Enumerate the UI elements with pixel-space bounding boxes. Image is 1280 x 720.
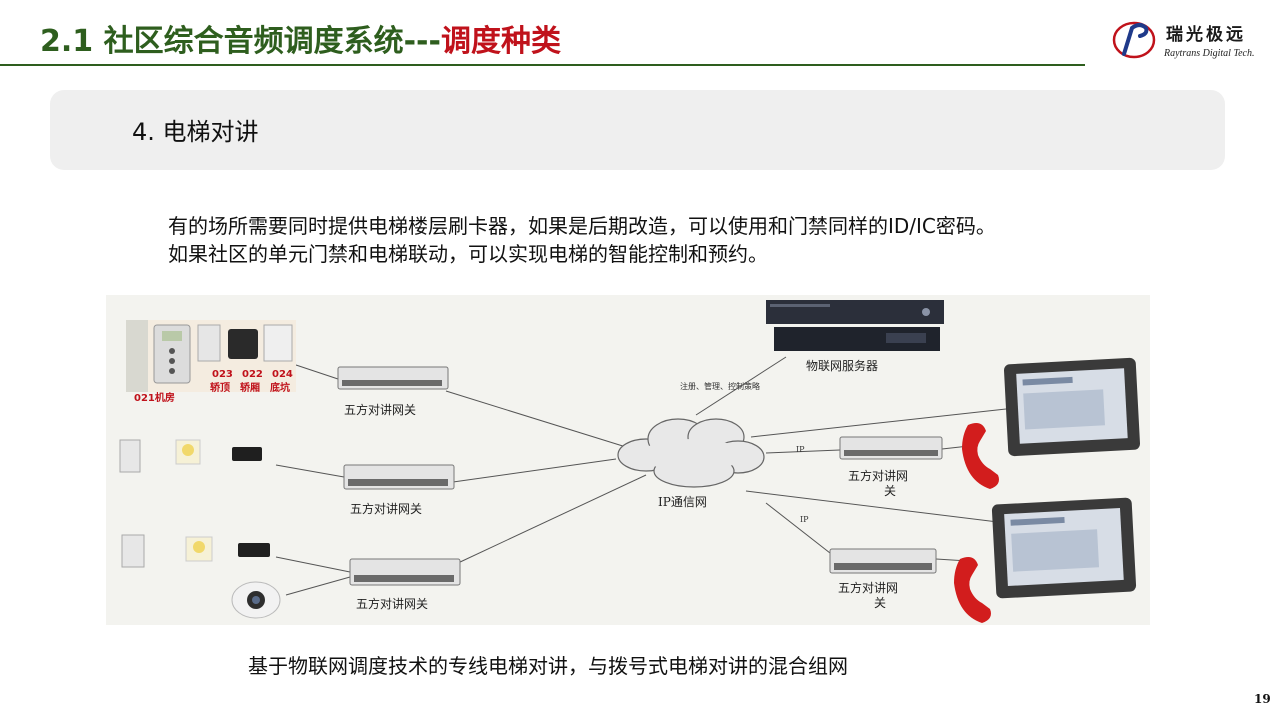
gateway-device-left-2-icon bbox=[343, 464, 455, 490]
red-handset-2-icon bbox=[954, 557, 991, 623]
slide-title-main: 2.1 社区综合音频调度系统--- bbox=[40, 24, 441, 59]
slide-title-accent: 调度种类 bbox=[440, 24, 561, 59]
slide-title: 2.1 社区综合音频调度系统---调度种类 bbox=[40, 16, 561, 60]
ip-tag-2: IP bbox=[800, 515, 809, 524]
floor-label-022: 022 bbox=[242, 369, 263, 380]
floor-label-pit: 底坑 bbox=[270, 383, 290, 394]
management-note: 注册、管理、控制策略 bbox=[680, 382, 760, 391]
gateway-right-2-label-line2: 关 bbox=[874, 596, 887, 610]
row2-devices bbox=[119, 439, 262, 473]
gateway-right-2-label-line1: 五方对讲网 bbox=[838, 581, 899, 595]
gateway-left-1-label: 五方对讲网关 bbox=[344, 403, 417, 417]
section-heading-box: 4. 电梯对讲 bbox=[50, 90, 1225, 170]
gateway-left-2-label: 五方对讲网关 bbox=[350, 502, 423, 516]
network-diagram-graphics bbox=[119, 300, 1141, 623]
gateway-device-right-2-icon bbox=[829, 548, 937, 574]
description-text: 有的场所需要同时提供电梯楼层刷卡器，如果是后期改造，可以使用和门禁同样的ID/I… bbox=[168, 212, 996, 268]
gateway-left-3-label: 五方对讲网关 bbox=[356, 597, 429, 611]
diagram-caption: 基于物联网调度技术的专线电梯对讲，与拨号式电梯对讲的混合组网 bbox=[248, 654, 848, 678]
ip-tag-1: IP bbox=[796, 445, 805, 454]
logo-english-name: Raytrans Digital Tech. bbox=[1164, 48, 1255, 59]
logo-chinese-name: 瑞光极远 bbox=[1166, 25, 1246, 45]
gateway-device-right-1-icon bbox=[839, 436, 943, 460]
server-label: 物联网服务器 bbox=[806, 359, 879, 373]
logo-r-mark-icon bbox=[1112, 21, 1156, 59]
row3-devices bbox=[121, 534, 281, 619]
page-number: 19 bbox=[1254, 692, 1271, 706]
floor-label-top: 轿顶 bbox=[210, 383, 230, 394]
floor-label-room: 021机房 bbox=[134, 393, 175, 404]
dispatch-touch-panel-2-icon bbox=[991, 497, 1137, 599]
floor-label-024: 024 bbox=[272, 369, 293, 380]
ip-network-label: IP通信网 bbox=[658, 495, 707, 509]
title-divider bbox=[0, 64, 1085, 66]
floor-label-023: 023 bbox=[212, 369, 233, 380]
red-handset-1-icon bbox=[962, 423, 999, 489]
gateway-right-1-label-line2: 关 bbox=[884, 484, 897, 498]
section-heading: 4. 电梯对讲 bbox=[132, 118, 259, 146]
gateway-device-left-3-icon bbox=[349, 558, 461, 586]
floor-label-car: 轿厢 bbox=[240, 383, 260, 394]
description-line-2: 如果社区的单元门禁和电梯联动，可以实现电梯的智能控制和预约。 bbox=[168, 242, 768, 266]
network-diagram: 023 022 024 轿顶 轿厢 底坑 021机房 物联网服务器 注册、管理、… bbox=[106, 295, 1150, 625]
gateway-right-1-label-line1: 五方对讲网 bbox=[848, 469, 909, 483]
iot-server-icon bbox=[766, 300, 944, 351]
company-logo: 瑞光极远 Raytrans Digital Tech. bbox=[1110, 14, 1260, 64]
description-line-1: 有的场所需要同时提供电梯楼层刷卡器，如果是后期改造，可以使用和门禁同样的ID/I… bbox=[168, 214, 996, 238]
elevator-intercom-photo bbox=[126, 320, 296, 392]
connection-lines bbox=[275, 356, 1007, 596]
dispatch-touch-panel-1-icon bbox=[1003, 357, 1141, 457]
gateway-device-left-1-icon bbox=[337, 366, 449, 390]
